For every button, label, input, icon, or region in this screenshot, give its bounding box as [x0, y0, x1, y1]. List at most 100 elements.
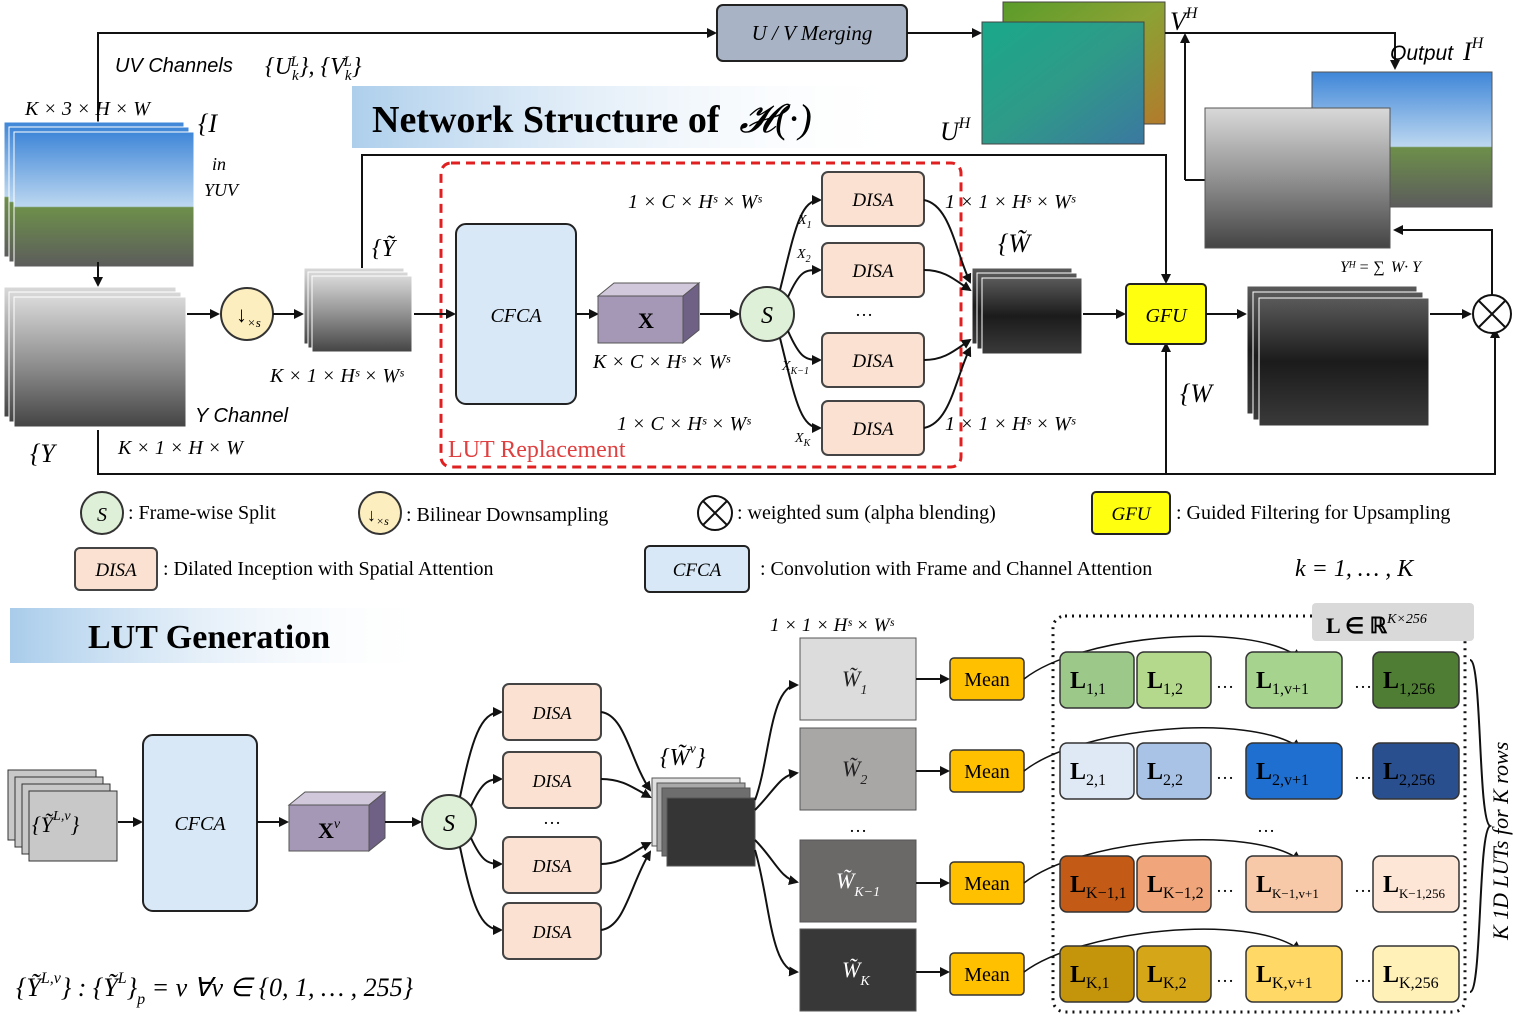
lut-cell-label: LK−1,2 — [1147, 872, 1204, 902]
y-channel-stack — [3, 286, 187, 428]
split-node-top — [739, 286, 795, 342]
lut-title: LUT Generation — [88, 619, 330, 656]
x1-label: X1 — [797, 213, 812, 231]
gfu-label: GFU — [1145, 305, 1188, 327]
lut-replacement-label: LUT Replacement — [448, 437, 626, 463]
lut-input-label: {ỸL,v} — [32, 809, 80, 837]
xv-label: Xv — [318, 817, 341, 843]
footer-formula: {ỸL,v} : {ỸL}p = v ∀v ∈ {0, 1, … , 255} — [16, 970, 414, 1008]
wv-stack — [651, 777, 756, 867]
lut-cell — [1245, 651, 1343, 709]
mean-label: Mean — [964, 964, 1010, 986]
lut-cell-label: L2,1 — [1070, 759, 1106, 789]
xk1-label: XK−1 — [781, 359, 809, 377]
w-dims-top: 1 × 1 × Hˢ × Wˢ — [945, 191, 1076, 213]
downsample-symbol: ↓×s — [236, 302, 261, 330]
mean-block — [949, 952, 1025, 996]
input-dims: K × 3 × H × W — [24, 98, 152, 120]
network-title: Network Structure of 𝓗(·) — [372, 96, 812, 141]
v-h-label: VH — [1170, 5, 1199, 36]
lut-ellipsis: … — [1354, 876, 1372, 896]
wkv-label: W̃K — [842, 957, 870, 989]
title-banner — [352, 86, 912, 148]
disa-ellipsis-top: … — [855, 300, 873, 320]
legend-split-icon — [80, 491, 124, 535]
lut-cell-label: L1,256 — [1383, 668, 1435, 698]
legend-split-text: : Frame-wise Split — [128, 502, 276, 524]
disa-label: DISA — [532, 771, 573, 791]
lut-row-ellipsis: … — [1257, 816, 1275, 836]
lut-cell-label: L1,1 — [1070, 668, 1106, 698]
mean-label: Mean — [964, 761, 1010, 783]
y-dims: K × 1 × H × W — [117, 437, 245, 459]
lut-ellipsis: … — [1354, 966, 1372, 986]
split-node-bottom — [421, 794, 477, 850]
lut-brace — [1469, 659, 1493, 993]
x-dims: K × C × Hˢ × Wˢ — [592, 351, 730, 373]
yh-equation: Yᴴ = ∑W· Y — [1340, 259, 1423, 276]
lut-cell — [1372, 651, 1460, 709]
input-set-label: {I — [198, 109, 218, 138]
wv-set-label: {W̃v} — [660, 742, 706, 771]
lut-cell-label: L2,2 — [1147, 759, 1183, 789]
lut-cell — [1372, 855, 1460, 913]
lut-space-badge — [1312, 603, 1474, 641]
y-to-blend-line — [1166, 328, 1500, 475]
legend-disa-icon — [74, 547, 158, 591]
lut-cell — [1372, 945, 1460, 1003]
xv-feature-cube — [287, 790, 387, 853]
w1v-frame — [799, 637, 917, 721]
k-range: k = 1, … , K — [1295, 556, 1415, 582]
lut-cell — [1136, 742, 1212, 800]
w-tilde-stack — [971, 267, 1083, 355]
wk1v-frame — [799, 839, 917, 923]
uv-channels-math: {UkL}, {VkL} — [265, 54, 362, 84]
w-full-stack — [1246, 285, 1430, 427]
lut-ellipsis: … — [1216, 876, 1234, 896]
w-set-label: {W — [1180, 379, 1214, 408]
legend-downsample-text: : Bilinear Downsampling — [406, 504, 608, 526]
y-channel-label: Y Channel — [195, 405, 289, 427]
w-dims-bottom: 1 × 1 × Hˢ × Wˢ — [945, 413, 1076, 435]
lut-cell-label: LK,2 — [1147, 962, 1187, 992]
mean-blocks — [949, 657, 1025, 996]
lut-space-label: L ∈ ℝK×256 — [1326, 612, 1427, 638]
lut-cell — [1372, 742, 1460, 800]
disa-block — [821, 171, 925, 227]
w2v-frame — [799, 727, 917, 811]
lut-input-stack — [7, 769, 118, 862]
lut-side-label: K 1D LUTs for K rows — [1488, 742, 1513, 941]
w-tilde-set-label: {W̃ — [998, 229, 1032, 258]
disa-label: DISA — [532, 922, 573, 942]
split-label-bottom: S — [443, 811, 455, 837]
lut-cell — [1059, 855, 1135, 913]
svg-text:DISA: DISA — [94, 560, 137, 581]
cfca-label-top: CFCA — [490, 305, 542, 327]
y-set-label: {Y — [30, 439, 57, 468]
lut-cell-label: L2,v+1 — [1256, 759, 1309, 789]
disa-block — [502, 902, 602, 960]
disa-label: DISA — [851, 261, 894, 282]
x-label: X — [638, 308, 654, 333]
legend-cfca-icon — [644, 545, 750, 593]
uv-merging-label: U / V Merging — [752, 21, 873, 45]
lut-ellipsis: … — [1216, 966, 1234, 986]
lut-cell — [1059, 742, 1135, 800]
w-dims-bottom-label: 1 × 1 × Hˢ × Wˢ — [770, 615, 895, 636]
legend-gfu-text: : Guided Filtering for Upsampling — [1176, 502, 1450, 524]
split-dims-top: 1 × C × Hˢ × Wˢ — [628, 191, 762, 213]
lut-ellipsis: … — [1354, 672, 1372, 692]
disa-ellipsis-bottom: … — [543, 808, 561, 828]
lut-cell — [1136, 945, 1212, 1003]
u-channel-image — [981, 21, 1145, 145]
w2v-label: W̃2 — [842, 756, 867, 788]
blend-to-output-arrow — [1393, 225, 1493, 295]
lut-cell-label: LK,256 — [1383, 962, 1439, 992]
disa-label: DISA — [532, 856, 573, 876]
lut-cell-label: LK,1 — [1070, 962, 1110, 992]
output-image-gray — [1204, 107, 1391, 249]
lut-cell-label: LK−1,v+1 — [1256, 872, 1319, 901]
